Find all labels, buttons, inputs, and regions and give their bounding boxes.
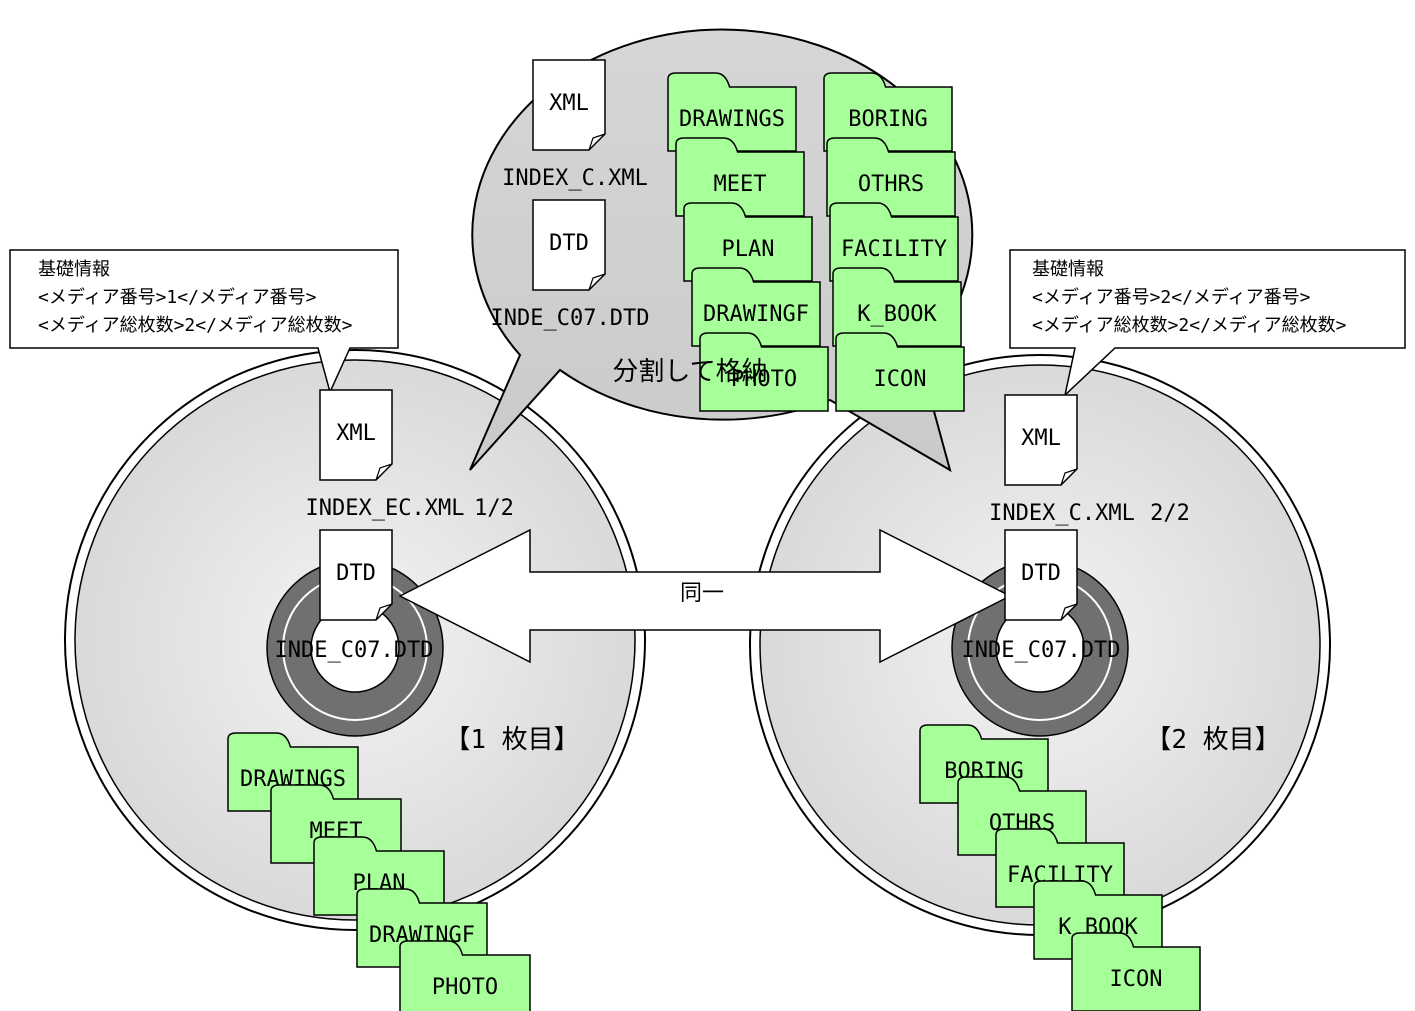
bubble-folder-right-1-label: OTHRS (858, 172, 924, 197)
bubble-folder-left-3: DRAWINGF (691, 267, 821, 347)
bubble-folder-left-2: PLAN (683, 202, 813, 282)
bubble-folder-right-0: BORING (823, 72, 953, 152)
right-disc-folder-4-label: ICON (1110, 967, 1163, 992)
bubble-folder-left-4: PHOTO (699, 332, 829, 412)
right-disc-folder-4: ICON (1071, 932, 1201, 1011)
bubble-xml-icon-label: XML (549, 91, 589, 116)
bubble-folder-right-0-label: BORING (848, 107, 927, 132)
left-disc-folder-4: PHOTO (399, 940, 531, 1011)
left-note-line-2: <メディア番号>1</メディア番号> (38, 287, 317, 308)
right-note-line-1: 基礎情報 (1032, 259, 1104, 280)
bubble-caption: 分割して格納 (612, 357, 767, 387)
bubble-folder-right-2-label: FACILITY (841, 237, 947, 262)
bubble-dtd-icon-label: DTD (549, 231, 589, 256)
bubble-folder-right-3-label: K_BOOK (857, 302, 937, 327)
bubble-xml-icon: XML (532, 59, 606, 151)
bubble-folder-left-1-label: MEET (714, 172, 767, 197)
left-index-xml-icon: XML (319, 389, 393, 481)
right-note-line-2: <メディア番号>2</メディア番号> (1032, 287, 1311, 308)
bubble-folder-right-4-label: ICON (874, 367, 927, 392)
left-disc-label: 【1 枚目】 (444, 725, 579, 755)
right-note-line-3: <メディア総枚数>2</メディア総枚数> (1032, 315, 1347, 336)
right-disc-label: 【2 枚目】 (1145, 725, 1280, 755)
left-index-filename: INDEX_EC.XML (306, 496, 465, 521)
bubble-folder-right-4: ICON (835, 332, 965, 412)
left-dtd-filename: INDE_C07.DTD (275, 638, 434, 663)
same-file-arrow: 同一 (398, 528, 1012, 664)
bubble-folder-left-0-label: DRAWINGS (679, 107, 785, 132)
right-index-filename: INDEX_C.XML (989, 501, 1135, 526)
right-dtd-icon-label: DTD (1021, 561, 1061, 586)
right-dtd-filename: INDE_C07.DTD (962, 638, 1121, 663)
right-index-xml-icon-label: XML (1021, 426, 1061, 451)
left-page-count: 1/2 (474, 496, 514, 521)
bubble-folder-left-0: DRAWINGS (667, 72, 797, 152)
bubble-xml-filename: INDEX_C.XML (502, 166, 648, 191)
bubble-dtd-filename: INDE_C07.DTD (491, 306, 650, 331)
bubble-folder-left-3-label: DRAWINGF (703, 302, 809, 327)
right-index-xml-icon: XML (1004, 394, 1078, 486)
left-note-line-1: 基礎情報 (38, 259, 110, 280)
bubble-folder-left-4-label: PHOTO (731, 367, 797, 392)
bubble-folder-left-1: MEET (675, 137, 805, 217)
left-info-note: 基礎情報 <メディア番号>1</メディア番号> <メディア総枚数>2</メディア… (9, 249, 399, 395)
left-disc-folder-4-label: PHOTO (432, 975, 498, 1000)
left-disc (64, 349, 646, 931)
left-index-xml-icon-label: XML (336, 421, 376, 446)
bubble-dtd-icon: DTD (532, 199, 606, 291)
left-dtd-icon: DTD (319, 529, 393, 621)
right-info-note: 基礎情報 <メディア番号>2</メディア番号> <メディア総枚数>2</メディア… (1009, 249, 1406, 398)
left-note-line-3: <メディア総枚数>2</メディア総枚数> (38, 315, 353, 336)
bubble-folder-left-2-label: PLAN (722, 237, 775, 262)
bubble-folder-right-1: OTHRS (826, 137, 956, 217)
bubble-folder-right-3: K_BOOK (832, 267, 962, 347)
left-dtd-icon-label: DTD (336, 561, 376, 586)
right-dtd-icon: DTD (1004, 529, 1078, 621)
bubble-folder-right-2: FACILITY (829, 202, 959, 282)
same-label: 同一 (680, 581, 724, 606)
right-disc (749, 354, 1331, 936)
right-page-count: 2/2 (1150, 501, 1190, 526)
